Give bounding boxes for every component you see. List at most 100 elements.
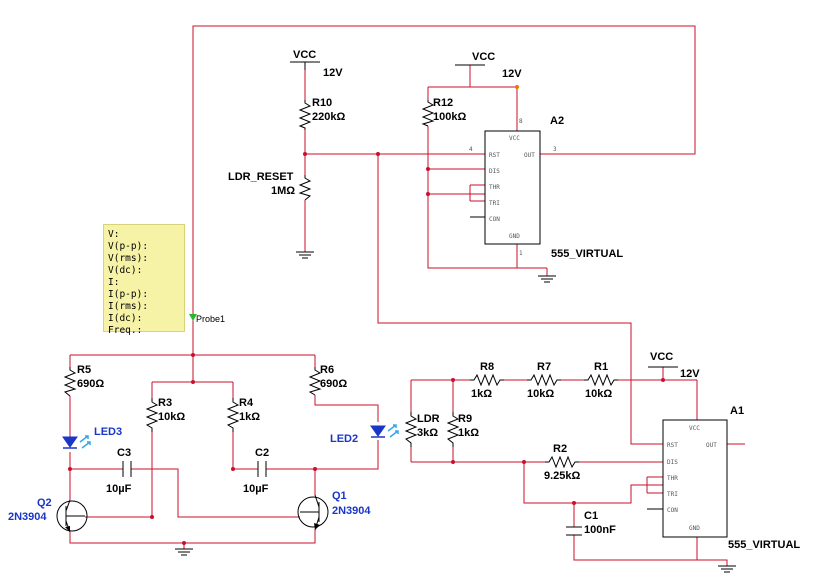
- resistor-value: 1kΩ: [471, 388, 492, 400]
- resistor-value: 10kΩ: [527, 388, 554, 400]
- resistor-ref: R4: [239, 397, 254, 409]
- probe-line: V(rms):: [108, 253, 149, 264]
- resistor-r1[interactable]: R1 10kΩ: [584, 361, 618, 400]
- pin-rst: RST: [667, 442, 678, 449]
- capacitor-ref: C1: [584, 510, 598, 522]
- probe-line: V(dc):: [108, 265, 143, 276]
- pin-vcc: VCC: [509, 135, 520, 142]
- vcc-value: 12V: [680, 368, 700, 380]
- resistor-r9[interactable]: R9 1kΩ: [446, 412, 479, 447]
- pin-tri: TRI: [667, 491, 678, 498]
- ic-type: 555_VIRTUAL: [728, 539, 800, 551]
- resistor-ref: LDR: [417, 413, 440, 425]
- probe-line: V:: [108, 229, 120, 240]
- resistor-r5[interactable]: R5 690Ω: [63, 364, 104, 397]
- resistor-r10[interactable]: R10 220kΩ: [298, 97, 345, 130]
- ic-type: 555_VIRTUAL: [551, 248, 623, 260]
- vcc-value: 12V: [502, 68, 522, 80]
- resistor-value: 1MΩ: [271, 185, 295, 197]
- pin-con: CON: [489, 216, 500, 223]
- resistor-ref: R7: [537, 361, 551, 373]
- svg-text:4: 4: [469, 146, 473, 153]
- transistor-ref: Q2: [37, 497, 52, 509]
- pin-tri: TRI: [489, 200, 500, 207]
- ground-symbol-r10: [296, 251, 314, 259]
- vcc-label: VCC: [472, 51, 495, 63]
- timer-555-a2[interactable]: VCC RST OUT DIS THR TRI CON GND 8 4 3 1 …: [469, 115, 623, 260]
- resistor-r2[interactable]: R2 9.25kΩ: [544, 443, 581, 482]
- led-led3[interactable]: LED3: [62, 426, 122, 449]
- pin-vcc: VCC: [689, 425, 700, 432]
- capacitor-ref: C3: [117, 447, 131, 459]
- resistor-ref: R12: [433, 97, 453, 109]
- probe-1[interactable]: Probe1: [189, 314, 225, 324]
- resistor-ref: R3: [158, 397, 172, 409]
- resistor-ref: R9: [458, 413, 472, 425]
- probe-readout-panel: V: V(p-p): V(rms): V(dc): I: I(p-p): I(r…: [103, 224, 185, 336]
- vcc-supply-3: VCC 12V: [648, 351, 700, 380]
- resistor-ref: R10: [312, 97, 332, 109]
- probe-line: V(p-p):: [108, 241, 149, 252]
- resistor-ref: R5: [77, 364, 91, 376]
- resistor-r8[interactable]: R8 1kΩ: [470, 361, 504, 400]
- ic-ref: A2: [550, 115, 564, 127]
- led-led2[interactable]: LED2: [330, 424, 399, 445]
- resistor-value: 9.25kΩ: [544, 470, 581, 482]
- vcc-supply-2: VCC 12V: [455, 51, 522, 80]
- pin-out: OUT: [524, 152, 535, 159]
- probe-label: Probe1: [196, 314, 225, 324]
- probe-line: I(rms):: [108, 301, 149, 312]
- pin-thr: THR: [667, 475, 678, 482]
- capacitor-value: 10µF: [243, 483, 269, 495]
- resistor-ref: LDR_RESET: [228, 171, 294, 183]
- transistor-q2[interactable]: Q2 2N3904: [8, 497, 88, 533]
- pin-dis: DIS: [667, 459, 678, 466]
- ic-ref: A1: [730, 405, 744, 417]
- ldr-reset[interactable]: LDR_RESET 1MΩ: [228, 171, 312, 201]
- ground-symbol-transistors: [175, 548, 193, 556]
- resistor-value: 690Ω: [77, 378, 104, 390]
- resistor-ref: R2: [553, 443, 567, 455]
- timer-555-a1[interactable]: VCC RST OUT DIS THR TRI CON GND A1 555_V…: [647, 405, 800, 551]
- pin-rst: RST: [489, 152, 500, 159]
- resistor-r3[interactable]: R3 10kΩ: [145, 397, 185, 432]
- resistor-r12[interactable]: R12 100kΩ: [421, 97, 466, 127]
- capacitor-c3[interactable]: C3 10µF: [106, 447, 132, 495]
- resistor-r4[interactable]: R4 1kΩ: [226, 397, 260, 432]
- vcc-label: VCC: [650, 351, 673, 363]
- resistor-value: 10kΩ: [585, 388, 612, 400]
- resistor-value: 220kΩ: [312, 111, 345, 123]
- capacitor-c1[interactable]: C1 100nF: [566, 510, 616, 536]
- ldr-3k[interactable]: LDR 3kΩ: [404, 412, 440, 447]
- resistor-r6[interactable]: R6 690Ω: [308, 364, 347, 396]
- capacitor-ref: C2: [255, 447, 269, 459]
- ground-symbol-a1: [718, 565, 736, 573]
- svg-text:8: 8: [519, 118, 523, 125]
- vcc-label: VCC: [293, 49, 316, 61]
- resistor-ref: R8: [480, 361, 494, 373]
- resistor-value: 1kΩ: [239, 411, 260, 423]
- resistor-value: 3kΩ: [417, 427, 438, 439]
- pin-thr: THR: [489, 184, 500, 191]
- resistor-value: 10kΩ: [158, 411, 185, 423]
- led-ref: LED3: [94, 426, 122, 438]
- pin-out: OUT: [706, 442, 717, 449]
- transistor-value: 2N3904: [8, 511, 47, 523]
- resistor-value: 690Ω: [320, 378, 347, 390]
- vcc-value: 12V: [323, 67, 343, 79]
- svg-text:1: 1: [519, 250, 523, 257]
- transistor-q1[interactable]: Q1 2N3904: [297, 490, 371, 531]
- transistor-value: 2N3904: [332, 505, 371, 517]
- resistor-r7[interactable]: R7 10kΩ: [527, 361, 561, 400]
- capacitor-value: 10µF: [106, 483, 132, 495]
- pin-gnd: GND: [509, 233, 520, 240]
- resistor-value: 100kΩ: [433, 111, 466, 123]
- capacitor-c2[interactable]: C2 10µF: [243, 447, 269, 495]
- resistor-value: 1kΩ: [458, 427, 479, 439]
- junctions: [68, 85, 665, 545]
- capacitor-value: 100nF: [584, 524, 616, 536]
- probe-line: I(p-p):: [108, 289, 149, 300]
- transistor-ref: Q1: [332, 490, 347, 502]
- probe-line: Freq.:: [108, 325, 143, 336]
